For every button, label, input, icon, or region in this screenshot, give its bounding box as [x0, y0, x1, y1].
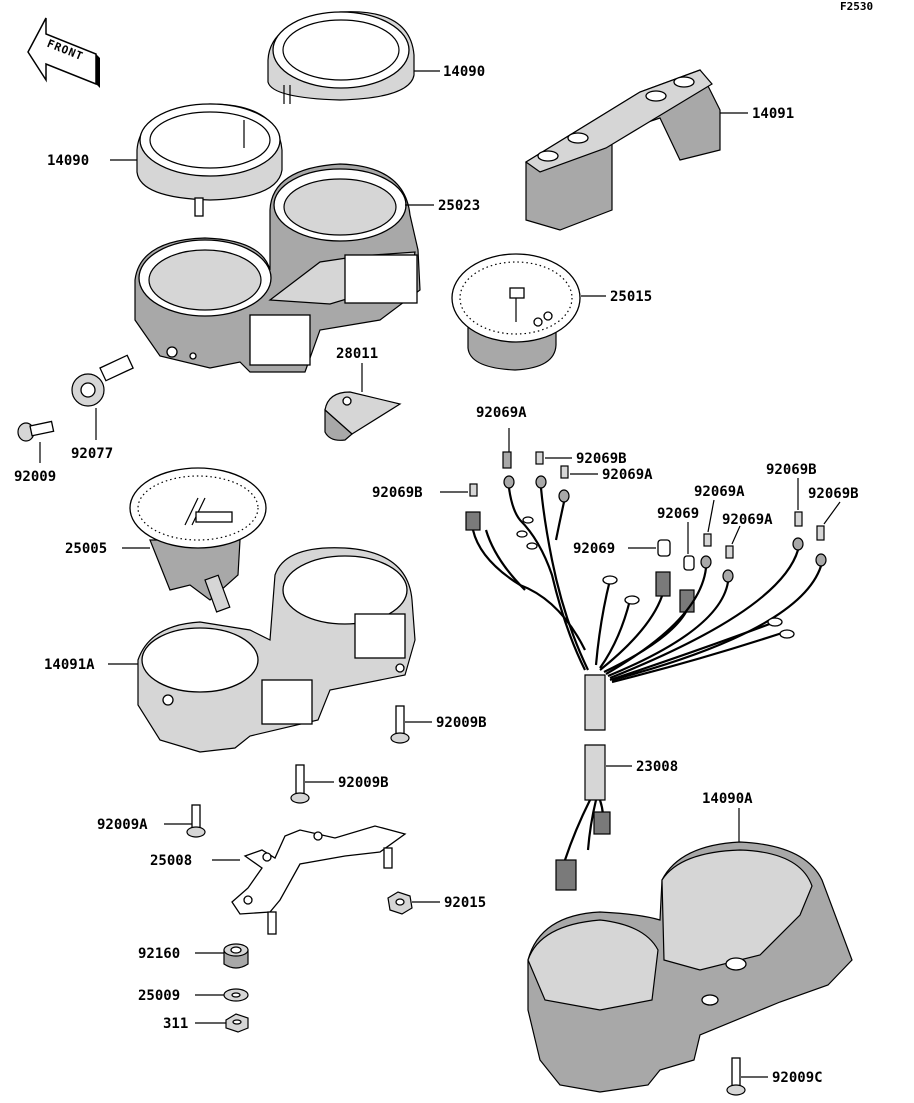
label-socket-a-3: 92069A [694, 484, 745, 500]
screw-92009a [186, 804, 206, 838]
label-gear: 92077 [71, 446, 113, 462]
label-meter-case: 25023 [438, 198, 480, 214]
bezel-ring-top [267, 11, 415, 104]
screw-92009b-right [390, 705, 410, 744]
label-socket-a-top: 92069A [476, 405, 527, 421]
label-bracket: 25008 [150, 853, 192, 869]
label-nut-311: 311 [163, 1016, 188, 1032]
label-nut-92015: 92015 [444, 895, 486, 911]
nut-92015 [387, 891, 413, 915]
label-bezel-top: 14090 [443, 64, 485, 80]
label-screw-b-right: 92009B [436, 715, 487, 731]
washer-25009 [223, 988, 249, 1002]
label-bulb-2: 92069 [573, 541, 615, 557]
label-screw-left: 92009 [14, 469, 56, 485]
label-harness: 23008 [636, 759, 678, 775]
screw-92009 [17, 420, 55, 442]
lower-case-14091A [137, 547, 416, 753]
label-tachometer: 25015 [610, 289, 652, 305]
screw-92009b-mid [290, 764, 310, 804]
front-arrow-icon: FRONT [27, 17, 100, 88]
label-lower-case: 14091A [44, 657, 95, 673]
label-socket-b-1: 92069B [576, 451, 627, 467]
label-socket-b-right: 92069B [766, 462, 817, 478]
screw-92009c [726, 1057, 746, 1096]
bezel-ring-left [136, 103, 283, 217]
speedometer-25005 [129, 467, 267, 613]
label-screw-a: 92009A [97, 817, 148, 833]
damper-92160 [223, 943, 249, 969]
label-socket-a-2: 92069A [602, 467, 653, 483]
gear-92077 [71, 354, 134, 407]
tachometer-25015 [451, 253, 581, 371]
label-lower-cover: 14090A [702, 791, 753, 807]
nut-311 [225, 1013, 249, 1033]
label-socket-b-far: 92069B [808, 486, 859, 502]
label-cover: 14091 [752, 106, 794, 122]
label-screw-b-mid: 92009B [338, 775, 389, 791]
label-damper: 92160 [138, 946, 180, 962]
meter-case-25023 [134, 163, 421, 373]
label-bezel-left: 14090 [47, 153, 89, 169]
lower-cover-14090A [527, 841, 853, 1093]
cover-14091 [524, 69, 721, 231]
label-bulb-1: 92069 [657, 506, 699, 522]
label-socket-b-left: 92069B [372, 485, 423, 501]
label-washer: 25009 [138, 988, 180, 1004]
label-socket-a-4: 92069A [722, 512, 773, 528]
label-speedometer: 25005 [65, 541, 107, 557]
cable-clip-28011 [324, 391, 402, 441]
wiring-harness-23008 [465, 451, 827, 891]
label-screw-c: 92009C [772, 1070, 823, 1086]
figure-code: F2530 [840, 0, 873, 13]
label-clip: 28011 [336, 346, 378, 362]
bracket-25008 [231, 825, 407, 935]
